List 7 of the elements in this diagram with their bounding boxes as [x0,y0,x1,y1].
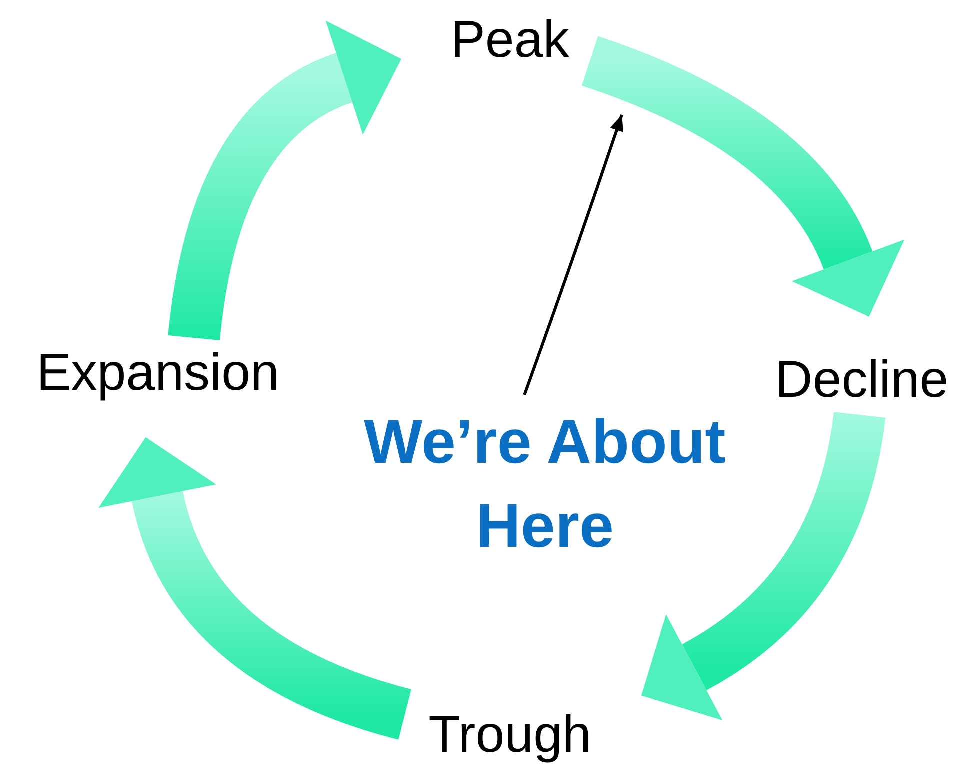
stage-label: Expansion [36,343,280,404]
stage-label: Decline [775,350,949,411]
callout-text: We’re About Here [363,407,727,563]
stage-label: Trough [428,705,592,766]
arrow [523,114,624,396]
curved-arrow [581,36,904,316]
stage-label: Peak [450,10,570,71]
